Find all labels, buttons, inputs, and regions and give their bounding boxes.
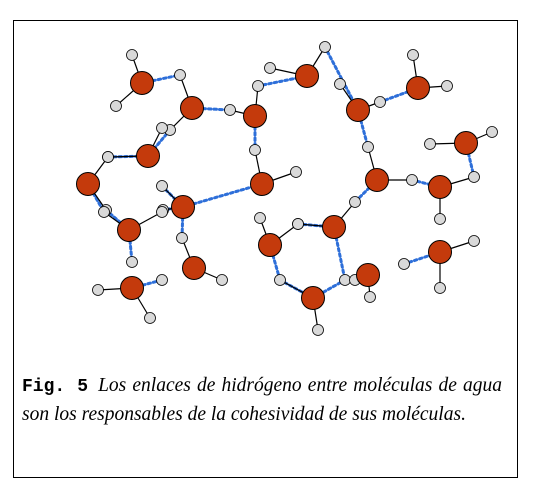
oxygen-atom-14 (117, 218, 141, 242)
hydrogen-atom-19 (249, 144, 261, 156)
hydrogen-atom-7 (264, 62, 276, 74)
hydrogen-atom-16 (486, 126, 498, 138)
oxygen-atom-16 (258, 233, 282, 257)
oxygen-atom-12 (171, 195, 195, 219)
hydrogen-atom-9 (334, 78, 346, 90)
hydrogen-atom-26 (468, 171, 480, 183)
hydrogen-atom-20 (290, 166, 302, 178)
hydrogen-atom-35 (176, 232, 188, 244)
oxygen-atom-2 (180, 96, 204, 120)
hydrogen-atom-15 (424, 138, 436, 150)
hydrogen-atom-33 (468, 235, 480, 247)
oxygen-atom-6 (406, 76, 430, 100)
hydrogen-atom-45 (398, 258, 410, 270)
oxygen-atom-10 (250, 172, 274, 196)
oxygen-atom-11 (365, 168, 389, 192)
atoms (76, 41, 498, 336)
oxygen-atom-4 (295, 64, 319, 88)
hydrogen-atom-25 (434, 213, 446, 225)
figure-label: Fig. 5 (22, 377, 89, 397)
hydrogen-atom-3 (174, 69, 186, 81)
hydrogen-atom-5 (224, 104, 236, 116)
oxygen-atom-19 (356, 263, 380, 287)
hydrogen-atom-34 (434, 282, 446, 294)
oxygen-atom-1 (130, 71, 154, 95)
hydrogen-atom-24 (156, 180, 168, 192)
oxygen-atom-20 (120, 276, 144, 300)
hydrogen-atom-1 (126, 49, 138, 61)
oxygen-atom-15 (322, 215, 346, 239)
oxygen-atom-21 (301, 286, 325, 310)
oxygen-atom-8 (454, 131, 478, 155)
hydrogen-atom-30 (349, 196, 361, 208)
hydrogen-atom-41 (274, 274, 286, 286)
hydrogen-atom-40 (144, 312, 156, 324)
oxygen-atom-18 (182, 256, 206, 280)
hydrogen-atom-44 (156, 274, 168, 286)
hydrogen-atom-2 (110, 100, 122, 112)
hydrogen-atom-37 (339, 274, 351, 286)
hydrogen-atom-6 (252, 80, 264, 92)
oxygen-atom-3 (243, 104, 267, 128)
hydrogen-atom-22 (406, 174, 418, 186)
hydrogen-atom-39 (92, 284, 104, 296)
hydrogen-atom-11 (407, 49, 419, 61)
hydrogen-atom-42 (312, 324, 324, 336)
hydrogen-atom-27 (98, 206, 110, 218)
hydrogen-atom-38 (364, 291, 376, 303)
hydrogen-atom-18 (102, 151, 114, 163)
hydrogen-atom-8 (319, 41, 331, 53)
hydrogen-atom-36 (216, 274, 228, 286)
hydrogen-bond-14 (181, 182, 264, 209)
hydrogen-atom-28 (156, 206, 168, 218)
oxygen-atom-9 (76, 172, 100, 196)
hydrogen-atom-14 (156, 122, 168, 134)
hydrogen-atom-10 (374, 96, 386, 108)
oxygen-atom-7 (136, 144, 160, 168)
hydrogen-atom-31 (254, 212, 266, 224)
hydrogen-atom-21 (362, 141, 374, 153)
hydrogen-atom-12 (441, 80, 453, 92)
hydrogen-atom-32 (292, 218, 304, 230)
oxygen-atom-13 (428, 175, 452, 199)
hydrogen-atom-43 (126, 256, 138, 268)
oxygen-atom-5 (346, 98, 370, 122)
figure-caption-text: Los enlaces de hidrógeno entre moléculas… (22, 375, 502, 425)
oxygen-atom-17 (428, 240, 452, 264)
